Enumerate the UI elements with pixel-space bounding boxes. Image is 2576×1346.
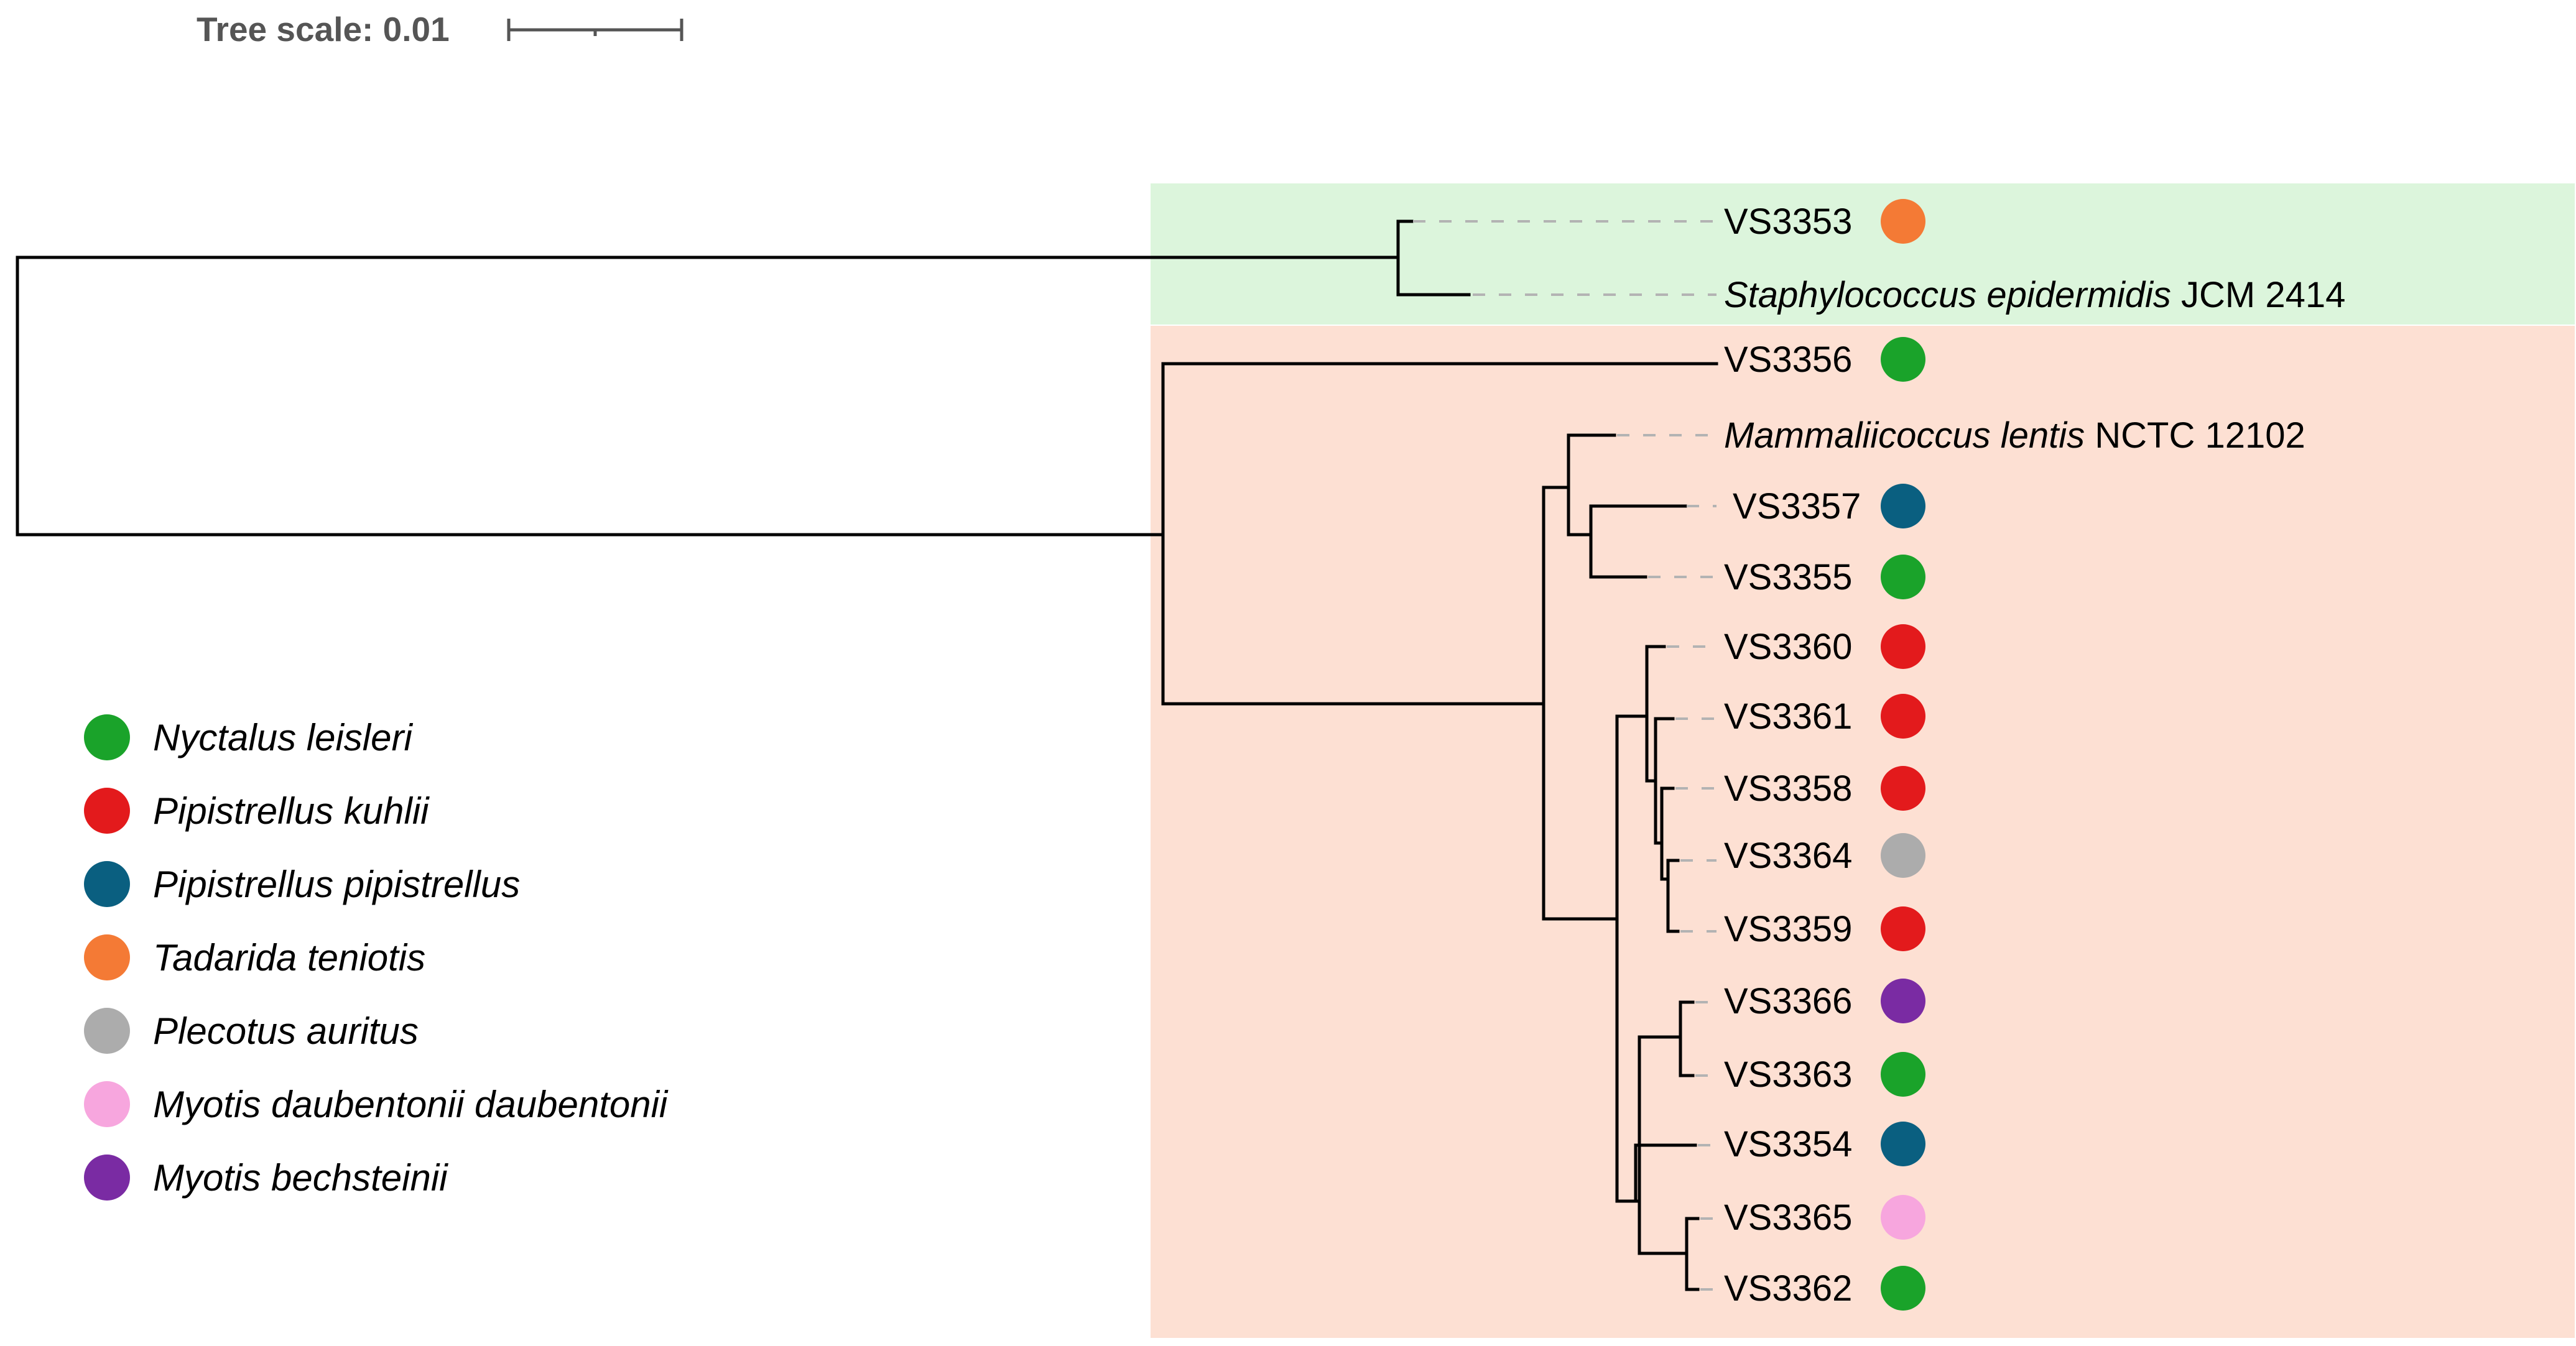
host-marker-dot (1881, 1195, 1925, 1240)
leaf-label: VS3366 (1724, 981, 1852, 1021)
tree-scale-bar (507, 19, 683, 41)
host-marker-dot (1881, 1052, 1925, 1097)
leaf-isolate-id: VS3362 (1724, 1268, 1852, 1309)
leaf-isolate-id: VS3366 (1724, 981, 1852, 1021)
tree-branches (16, 219, 1718, 1291)
leaf-label: Mammaliicoccus lentis NCTC 12102 (1724, 415, 2305, 456)
legend-swatch (84, 934, 130, 980)
leaf-isolate-id: VS3359 (1724, 909, 1852, 949)
legend-label: Pipistrellus pipistrellus (153, 864, 520, 905)
leaf-label: VS3358 (1724, 768, 1852, 809)
legend-label: Tadarida teniotis (153, 937, 425, 979)
leaf-isolate-id: VS3357 (1733, 486, 1861, 527)
leaf-label: VS3364 (1724, 836, 1852, 876)
leaf-isolate-id: VS3356 (1724, 339, 1852, 380)
legend-label: Plecotus auritus (153, 1010, 419, 1052)
leaf-isolate-id: VS3353 (1724, 201, 1852, 242)
leaf-label: VS3359 (1724, 909, 1852, 949)
leaf-label: VS3360 (1724, 627, 1852, 667)
host-marker-dot (1881, 1266, 1925, 1311)
clade-highlight-salmon (1151, 326, 2575, 1338)
leaf-isolate-id: VS3354 (1724, 1124, 1852, 1164)
leaf-label: VS3362 (1724, 1268, 1852, 1309)
host-marker-dot (1881, 694, 1925, 739)
host-marker-dot (1881, 979, 1925, 1023)
clade-highlight-green (1151, 183, 2575, 325)
legend-swatch (84, 788, 130, 834)
leaf-strain-name: JCM 2414 (2171, 275, 2345, 315)
leaf-species-name: Mammaliicoccus lentis (1724, 415, 2085, 456)
host-marker-dot (1881, 1122, 1925, 1166)
leaf-isolate-id: VS3363 (1724, 1054, 1852, 1095)
host-marker-dot (1881, 337, 1925, 382)
legend-label: Pipistrellus kuhlii (153, 790, 430, 832)
host-marker-dot (1881, 906, 1925, 951)
leader-lines (1413, 220, 1717, 1291)
legend-swatch (84, 714, 130, 760)
host-marker-dot (1881, 199, 1925, 244)
leaf-label: VS3353 (1724, 201, 1852, 242)
leaf-isolate-id: VS3365 (1724, 1197, 1852, 1238)
leaf-label: VS3363 (1724, 1054, 1852, 1095)
leaf-label: VS3361 (1724, 696, 1852, 737)
leaf-species-name: Staphylococcus epidermidis (1724, 275, 2171, 315)
host-marker-dot (1881, 484, 1925, 528)
leaf-isolate-id: VS3358 (1724, 768, 1852, 809)
legend-label: Myotis bechsteinii (153, 1157, 448, 1199)
tree-scale-label: Tree scale: 0.01 (197, 10, 450, 48)
legend-label: Nyctalus leisleri (153, 717, 413, 758)
host-marker-dot (1881, 555, 1925, 599)
leaf-label: Staphylococcus epidermidis JCM 2414 (1724, 275, 2345, 315)
legend-swatch (84, 1155, 130, 1201)
leaf-isolate-id: VS3355 (1724, 557, 1852, 597)
leaf-isolate-id: VS3364 (1724, 836, 1852, 876)
legend-swatch (84, 861, 130, 907)
legend-label: Myotis daubentonii daubentonii (153, 1084, 669, 1125)
leaf-isolate-id: VS3360 (1724, 627, 1852, 667)
tree-scale: Tree scale: 0.01 (197, 10, 683, 48)
host-marker-dot (1881, 833, 1925, 878)
leaf-label: VS3365 (1724, 1197, 1852, 1238)
legend-swatch (84, 1008, 130, 1054)
leaf-label: VS3357 (1733, 486, 1861, 527)
leaf-label: VS3355 (1724, 557, 1852, 597)
leaf-strain-name: NCTC 12102 (2085, 415, 2305, 456)
leaf-isolate-id: VS3361 (1724, 696, 1852, 737)
legend-swatch (84, 1081, 130, 1127)
leaf-label: VS3354 (1724, 1124, 1852, 1164)
host-marker-dot (1881, 766, 1925, 811)
host-marker-dot (1881, 624, 1925, 669)
leaf-label: VS3356 (1724, 339, 1852, 380)
